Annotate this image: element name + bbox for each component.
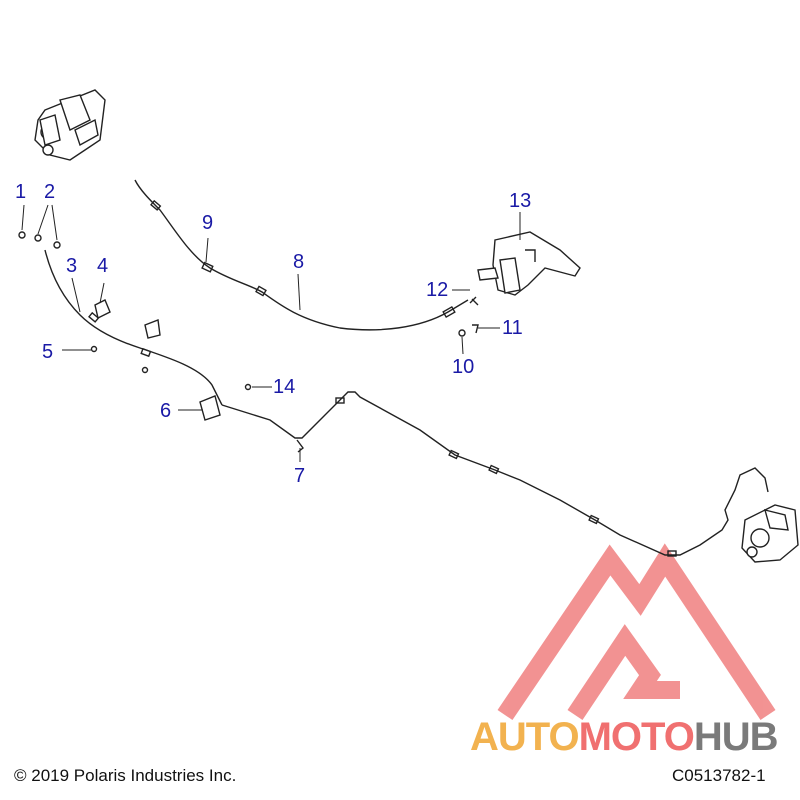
callout-2: 2 xyxy=(44,181,56,203)
brake-line-main xyxy=(221,391,769,556)
brake-hose-3 xyxy=(44,249,223,406)
watermark-hub: HUB xyxy=(693,715,779,759)
line-art xyxy=(18,89,799,563)
callout-14: 14 xyxy=(273,376,296,398)
clip-11 xyxy=(472,324,479,334)
callout-6: 6 xyxy=(160,400,172,422)
parking-brake-lever-icon xyxy=(477,231,581,296)
callout-5: 5 xyxy=(42,341,54,363)
rear-caliper-icon xyxy=(34,89,106,161)
bolt-10 xyxy=(458,329,466,337)
bracket-6 xyxy=(199,395,221,421)
watermark-auto: AUTO xyxy=(470,715,580,759)
callout-4: 4 xyxy=(97,255,109,277)
callout-10: 10 xyxy=(452,356,475,378)
callout-8: 8 xyxy=(293,251,305,273)
callout-11: 11 xyxy=(502,317,523,339)
callout-1: 1 xyxy=(15,181,27,203)
abs-module-icon xyxy=(741,504,799,563)
parking-brake-cable xyxy=(134,179,469,331)
automotohub-logo-icon xyxy=(497,543,776,721)
watermark-moto: MOTO xyxy=(578,715,695,759)
callout-3: 3 xyxy=(66,255,78,277)
diagram-id: C0513782-1 xyxy=(672,766,766,785)
copyright-text: © 2019 Polaris Industries Inc. xyxy=(14,766,237,785)
bracket-4 xyxy=(94,299,111,320)
callout-9: 9 xyxy=(202,212,214,234)
callout-7: 7 xyxy=(294,465,306,487)
bolt-12 xyxy=(469,296,479,306)
leader-lines xyxy=(21,204,521,462)
callout-13: 13 xyxy=(509,190,532,212)
screw-14 xyxy=(244,383,252,391)
callout-12: 12 xyxy=(426,279,449,301)
watermark-text: AUTOMOTOHUB xyxy=(470,715,779,759)
